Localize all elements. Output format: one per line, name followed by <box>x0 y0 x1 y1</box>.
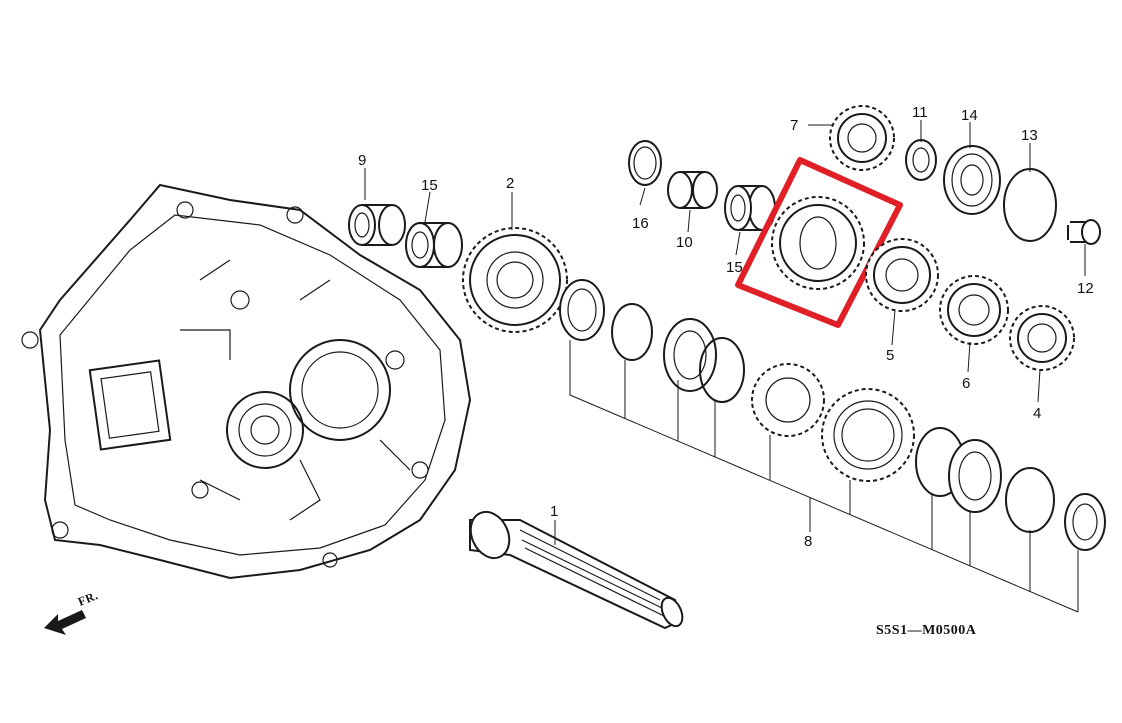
gear-part-6 <box>939 275 1009 345</box>
callout-4: 4 <box>1033 405 1041 422</box>
callout-9: 9 <box>358 152 366 169</box>
callout-2: 2 <box>506 175 514 192</box>
callout-15-lower: 15 <box>421 177 438 194</box>
gear-part-7 <box>829 105 895 171</box>
snap-ring-part-16 <box>628 140 662 186</box>
callout-12: 12 <box>1077 280 1094 297</box>
gear-part-2 <box>462 227 568 333</box>
transmission-housing <box>21 183 472 580</box>
synchro-ring <box>559 279 605 341</box>
callout-7: 7 <box>790 117 798 134</box>
snap-ring-2 <box>699 337 745 403</box>
callout-14: 14 <box>961 107 978 124</box>
callout-8: 8 <box>804 533 812 550</box>
callout-16: 16 <box>632 215 649 232</box>
collar-part-9 <box>348 204 406 246</box>
gear-set-part-8 <box>751 363 915 482</box>
bolt-part-12 <box>1067 219 1101 245</box>
mainshaft-part-1 <box>469 510 684 630</box>
synchro-hub <box>663 318 717 392</box>
front-label: FR. <box>76 588 100 609</box>
snap-ring <box>611 303 653 361</box>
ring-row <box>915 427 1106 551</box>
sleeve-part-10 <box>667 171 718 209</box>
diagram-code: S5S1—M0500A <box>876 623 977 638</box>
gear-highlighted <box>771 196 865 290</box>
gear-part-4 <box>1009 305 1075 371</box>
leader-lines <box>364 120 1086 613</box>
needle-bearing-part-15 <box>405 222 463 268</box>
front-arrow-icon <box>44 610 86 635</box>
callout-11: 11 <box>912 104 928 121</box>
callout-10: 10 <box>676 234 693 251</box>
callout-6: 6 <box>962 375 970 392</box>
callout-13: 13 <box>1021 127 1038 144</box>
highlight-box <box>735 157 903 328</box>
washer-part-11 <box>905 139 937 181</box>
callout-15-upper: 15 <box>726 259 743 276</box>
gear-part-5 <box>865 238 939 312</box>
ball-bearing-part-14 <box>943 145 1001 215</box>
callout-1: 1 <box>550 503 558 520</box>
needle-bearing-part-15-upper <box>724 185 776 231</box>
callout-5: 5 <box>886 347 894 364</box>
snap-ring-part-13 <box>1003 168 1057 242</box>
